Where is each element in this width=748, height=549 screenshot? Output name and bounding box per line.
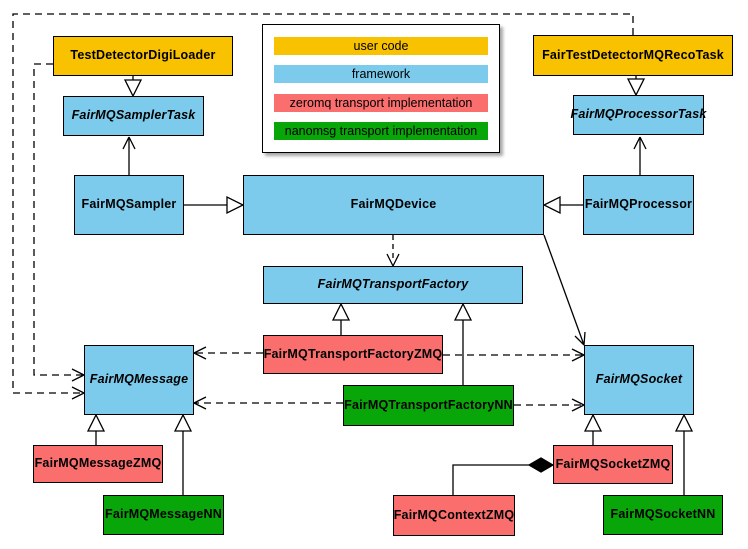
edge-tfnn-socket <box>514 398 585 412</box>
edge-tfnn-transportfactory <box>453 302 473 385</box>
node-fairmq-socket: FairMQSocket <box>584 345 694 415</box>
node-fairmq-sampler: FairMQSampler <box>74 175 184 235</box>
node-fairmq-device: FairMQDevice <box>243 175 544 235</box>
edge-device-transportfactory <box>386 235 400 267</box>
edge-messagezmq-message <box>86 413 106 445</box>
node-fairmq-socket-nn: FairMQSocketNN <box>603 495 723 535</box>
edge-sampler-device <box>184 195 245 215</box>
legend-item-zeromq: zeromq transport implementation <box>274 93 488 112</box>
node-fairmq-socket-zmq: FairMQSocketZMQ <box>553 445 673 484</box>
edge-sampler-samplertask <box>122 136 136 175</box>
edge-tfzmq-socket <box>443 348 585 362</box>
edge-socketnn-socket <box>674 413 694 495</box>
node-fair-test-detector-mq-reco-task: FairTestDetectorMQRecoTask <box>533 35 733 76</box>
node-fairmq-transport-factory-nn: FairMQTransportFactoryNN <box>343 385 514 426</box>
node-test-detector-digi-loader: TestDetectorDigiLoader <box>53 36 233 76</box>
edge-processor-processortask <box>633 136 647 175</box>
node-fairmq-context-zmq: FairMQContextZMQ <box>393 495 515 536</box>
edge-device-socket <box>543 234 586 346</box>
legend-item-user-code: user code <box>274 37 488 55</box>
edge-tfzmq-message <box>193 346 263 360</box>
edge-recotask-message <box>12 13 634 400</box>
edge-messagenn-message <box>173 413 193 495</box>
node-fairmq-message: FairMQMessage <box>84 345 194 415</box>
node-fairmq-sampler-task: FairMQSamplerTask <box>63 96 204 136</box>
node-fairmq-transport-factory: FairMQTransportFactory <box>263 266 523 304</box>
node-fairmq-processor-task: FairMQProcessorTask <box>570 95 706 135</box>
edge-tfnn-message <box>193 396 343 410</box>
legend-item-nanomsg: nanomsg transport implementation <box>274 121 488 140</box>
edge-recotask-processortask <box>626 76 646 97</box>
edge-socketzmq-contextzmq-composition <box>452 457 555 495</box>
edge-socketzmq-socket <box>583 413 603 445</box>
node-fairmq-transport-factory-zmq: FairMQTransportFactoryZMQ <box>263 335 443 374</box>
edge-digiloader-message <box>33 63 85 382</box>
edge-tfzmq-transportfactory <box>331 302 351 335</box>
node-fairmq-message-zmq: FairMQMessageZMQ <box>33 445 163 483</box>
edge-digiloader-samplertask <box>123 76 143 98</box>
edge-processor-device <box>542 195 583 215</box>
node-fairmq-message-nn: FairMQMessageNN <box>103 495 224 535</box>
legend: user code framework zeromq transport imp… <box>262 24 500 153</box>
node-fairmq-processor: FairMQProcessor <box>583 175 694 235</box>
legend-item-framework: framework <box>274 65 488 84</box>
